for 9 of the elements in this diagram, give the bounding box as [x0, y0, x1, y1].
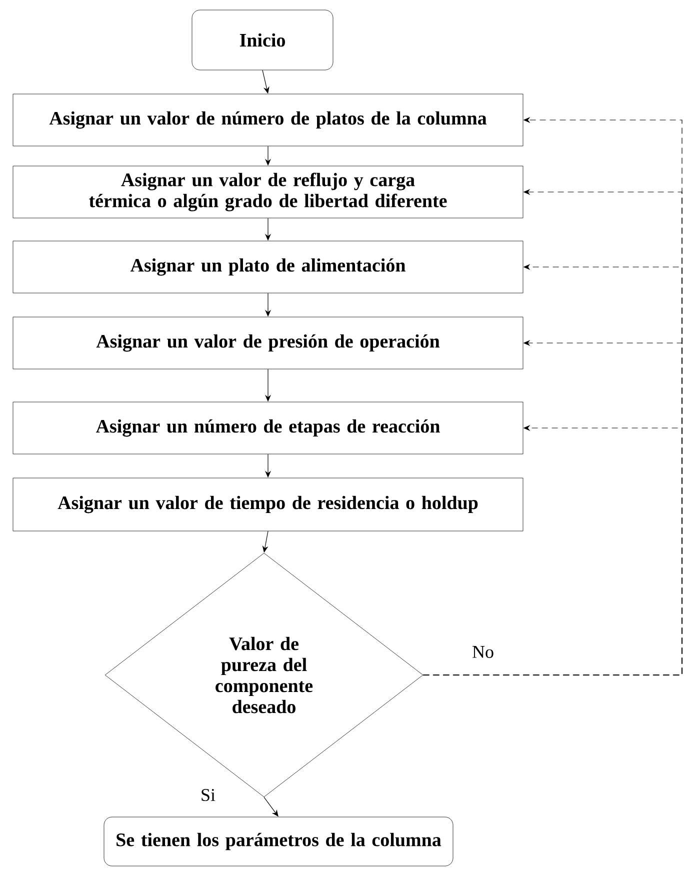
terminal-box: Se tienen los parámetros de la columna — [104, 816, 454, 866]
process-box: Asignar un plato de alimentación — [12, 240, 524, 294]
edge-label: No — [471, 645, 495, 659]
process-box: Asignar un valor de presión de operación — [12, 316, 524, 370]
process-box: Asignar un número de etapas de reacción — [12, 402, 524, 454]
terminal-box: Inicio — [192, 10, 334, 70]
process-box: Asignar un valor de reflujo y carga térmica o algún grado de libertad diferente — [12, 166, 524, 218]
process-box: Asignar un valor de número de platos de la columna — [12, 94, 524, 146]
process-box: Asignar un valor de tiempo de residencia o holdup — [12, 478, 524, 532]
